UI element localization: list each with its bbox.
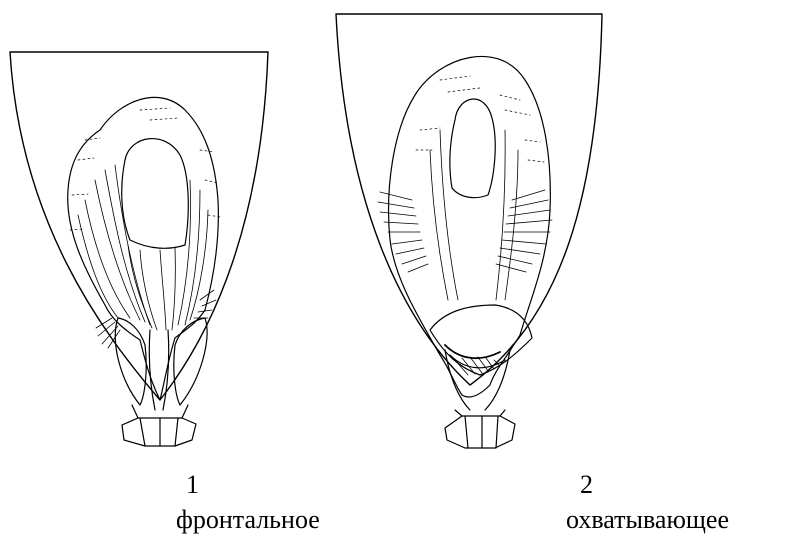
figure-1-number: 1 — [186, 470, 199, 500]
figure-1-outline — [10, 52, 268, 400]
figure-1-keel-right — [174, 318, 207, 405]
figure-1-keel-left — [115, 318, 146, 405]
figure-2-base — [445, 416, 515, 448]
figure-1-drawing — [10, 52, 268, 446]
figure-1-body — [68, 97, 219, 400]
figure-2-label: охватывающее — [566, 505, 729, 535]
figure-2-inner-oval — [450, 99, 495, 198]
figure-2-number: 2 — [580, 470, 593, 500]
figure-2-drawing — [336, 14, 602, 448]
figure-2-outline — [336, 14, 602, 385]
figure-1-base — [122, 418, 196, 446]
figure-1-inner-oval — [122, 139, 189, 249]
figure-2-body — [389, 56, 551, 396]
figure-1-label: фронтальное — [176, 505, 320, 535]
